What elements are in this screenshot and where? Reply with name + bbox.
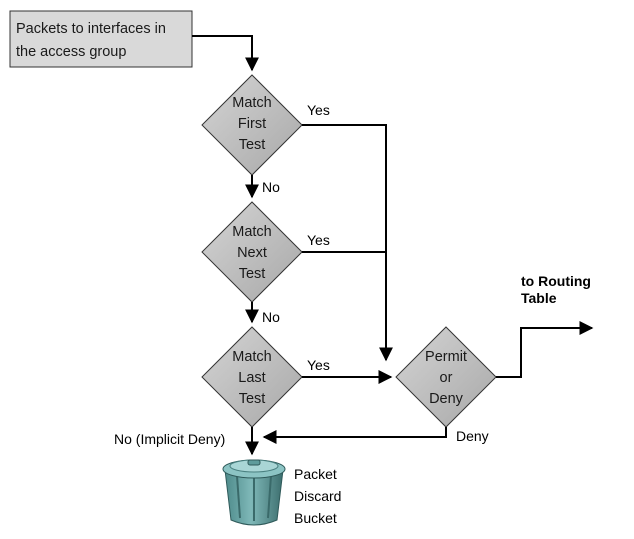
- bucket-handle: [247, 459, 261, 466]
- decision-permit-line-1: Permit: [425, 349, 467, 365]
- decision-first-line-2: First: [238, 116, 266, 132]
- start-box-line-1: Packets to interfaces in: [16, 21, 166, 37]
- decision-first-line-3: Test: [239, 137, 266, 153]
- decision-next-line-3: Test: [239, 266, 266, 282]
- routing-label-line-1: to Routing: [521, 273, 591, 289]
- label-no-first: No: [262, 179, 280, 195]
- edge-to-routing-table: [496, 321, 594, 378]
- routing-label-line-2: Table: [521, 290, 557, 306]
- label-deny: Deny: [456, 428, 489, 444]
- decision-first-test: Match First Test: [201, 74, 303, 176]
- start-box: Packets to interfaces in the access grou…: [9, 10, 193, 68]
- edge-deny: [262, 427, 447, 444]
- start-box-shape: [9, 10, 193, 68]
- decision-first-line-1: Match: [232, 95, 272, 111]
- label-yes-last: Yes: [307, 357, 330, 373]
- decision-permit-line-3: Deny: [429, 391, 464, 407]
- decision-next-line-2: Next: [237, 245, 267, 261]
- label-no-next: No: [262, 309, 280, 325]
- label-yes-next: Yes: [307, 232, 330, 248]
- edge-start-to-first: [192, 35, 259, 72]
- edge-first-yes: [302, 124, 393, 362]
- discard-bucket-icon: [222, 459, 286, 526]
- decision-last-line-3: Test: [239, 391, 266, 407]
- decision-last-line-1: Match: [232, 349, 272, 365]
- bucket-rib-3: [267, 475, 272, 519]
- bucket-rib-1: [236, 475, 241, 519]
- bucket-label-line-2: Discard: [294, 488, 341, 504]
- label-implicit-deny: No (Implicit Deny): [114, 431, 225, 447]
- bucket-label-line-3: Bucket: [294, 510, 337, 526]
- bucket-label-line-1: Packet: [294, 466, 337, 482]
- decision-permit-line-2: or: [440, 370, 453, 386]
- start-box-line-2: the access group: [16, 44, 126, 60]
- decision-last-line-2: Last: [238, 370, 265, 386]
- decision-permit-or-deny: Permit or Deny: [395, 326, 497, 428]
- decision-next-line-1: Match: [232, 224, 272, 240]
- decision-last-test: Match Last Test: [201, 326, 303, 428]
- decision-next-test: Match Next Test: [201, 201, 303, 303]
- label-yes-first: Yes: [307, 102, 330, 118]
